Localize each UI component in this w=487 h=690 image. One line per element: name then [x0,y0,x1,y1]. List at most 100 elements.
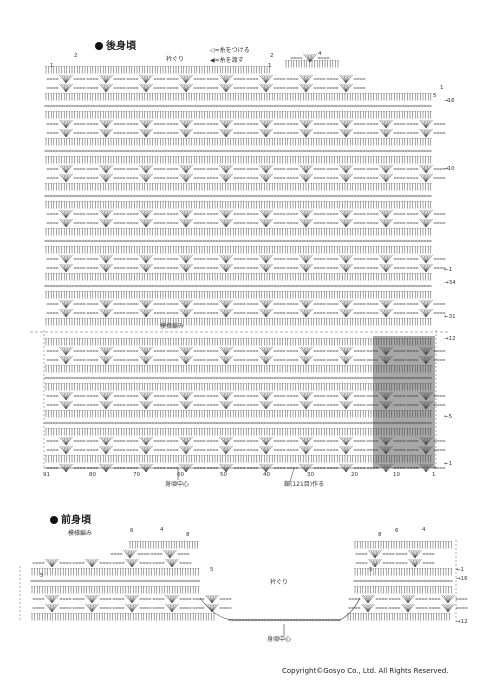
chain-stitch [126,222,130,224]
chain-stitch [73,132,77,134]
shell-stitch [265,173,271,183]
shell-stitch [225,254,231,264]
chain-stitch [153,213,157,215]
chain-stitch [246,104,250,108]
chain-stitch [207,284,211,288]
shell-stitch [185,119,193,129]
shell-stitch [61,209,67,219]
shell-stitch [425,164,429,174]
chain-stitch [402,132,406,134]
chain-stitch [169,284,173,288]
shell-stitch [223,263,227,273]
chain-stitch [178,104,182,108]
chain-stitch [273,168,277,170]
shell-stitch [185,218,191,228]
chain-stitch [162,222,166,224]
shell-stitch [345,74,353,84]
chain-stitch [201,149,205,153]
pattern-repeat-shade [373,336,435,468]
chain-stitch [153,258,157,260]
shell-stitch [99,164,107,174]
chain-stitch [262,149,266,153]
chain-stitch [239,213,243,215]
chain-stitch [351,284,355,288]
chain-stitch [393,258,397,260]
chain-stitch [439,123,443,125]
shell-stitch [419,254,427,264]
chain-stitch [362,267,366,269]
chain-stitch [119,132,123,134]
shell-stitch [225,119,233,129]
chain-stitch [322,132,326,134]
chain-stitch [433,222,437,224]
chain-stitch [166,258,170,260]
chain-stitch [121,104,125,108]
shell-stitch [259,164,267,174]
shell-stitch [143,173,147,183]
shell-stitch [339,254,347,264]
chain-stitch [202,87,206,89]
chain-stitch [399,123,403,125]
shell-stitch [185,83,191,93]
shell-stitch [305,218,313,228]
chain-stitch [433,168,437,170]
chain-stitch [276,87,280,89]
chain-stitch [79,267,83,269]
shell-stitch [179,74,187,84]
chain-stitch [366,123,370,125]
shell-stitch [143,254,147,264]
chain-stitch [52,168,56,170]
chain-stitch [353,213,357,215]
chain-stitch [319,87,323,89]
chain-stitch [52,213,56,215]
chain-stitch [193,222,197,224]
shell-stitch [305,173,311,183]
chain-stitch [60,149,64,153]
chain-stitch [284,239,288,243]
chain-stitch [150,284,154,288]
shell-stitch [301,209,307,219]
chain-stitch [196,267,200,269]
chain-stitch [126,168,130,170]
chain-stitch [130,239,134,243]
chain-stitch [226,104,230,108]
shell-stitch [105,83,111,93]
shell-stitch [263,218,267,228]
chain-stitch [162,213,166,215]
chain-stitch [399,177,403,179]
shell-stitch [145,173,151,183]
chain-stitch [316,239,320,243]
shell-stitch [259,254,267,264]
chain-stitch [47,284,51,288]
shell-stitch [141,218,147,228]
chain-stitch [279,87,283,89]
shell-stitch [103,119,107,129]
chain-stitch [233,123,237,125]
chain-stitch [153,87,157,89]
chain-stitch [252,222,256,224]
shell-stitch [185,164,191,174]
chain-stitch [372,222,376,224]
shell-stitch [263,164,267,174]
chain-stitch [329,132,333,134]
chain-stitch [226,194,230,198]
chain-stitch [287,284,291,288]
chain-stitch [146,104,150,108]
chain-stitch [362,213,366,215]
chain-stitch [162,78,166,80]
chain-stitch [209,267,213,269]
shell-stitch [265,209,273,219]
shell-stitch [425,119,433,129]
chain-stitch [406,104,410,108]
chain-stitch [188,284,192,288]
chain-stitch [396,284,400,288]
shell-stitch [345,254,353,264]
shell-stitch [379,263,387,273]
chain-stitch [362,132,366,134]
chain-stitch [95,168,99,170]
chain-stitch [375,213,379,215]
shell-stitch [305,173,313,183]
shell-stitch [345,209,353,219]
shell-stitch [385,254,391,264]
chain-stitch [239,194,243,198]
